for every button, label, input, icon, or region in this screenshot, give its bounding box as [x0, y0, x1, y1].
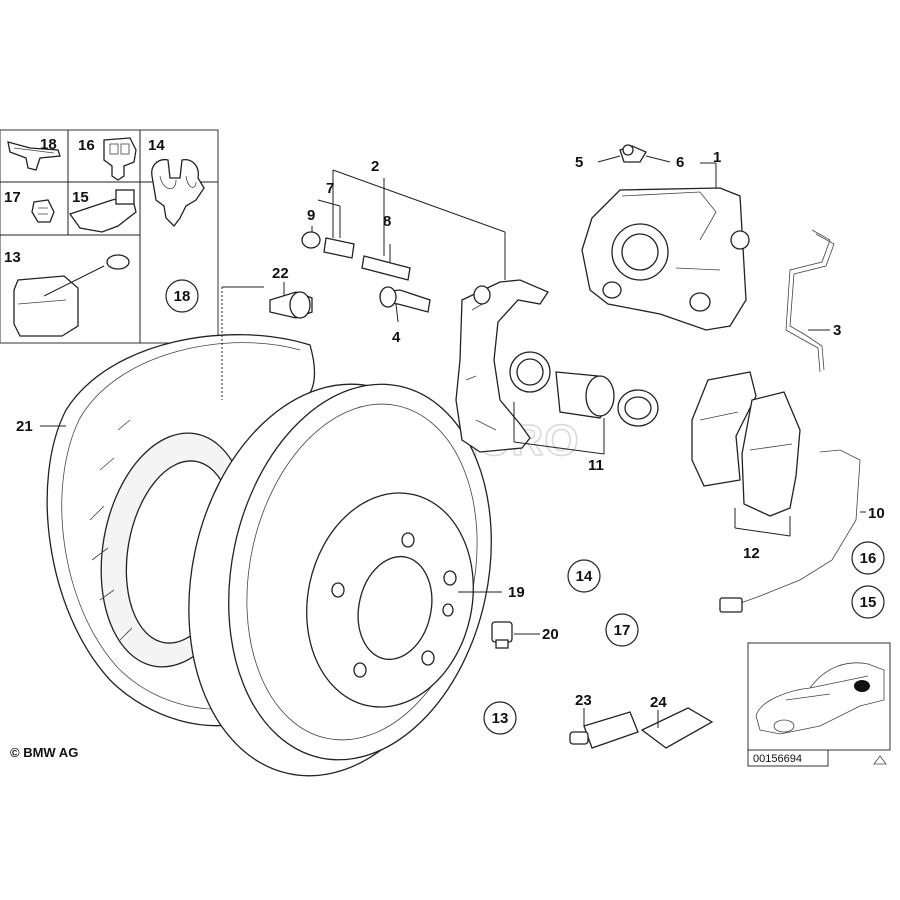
inset-sensor-holder-icon: [13, 254, 130, 337]
label-6: 6: [676, 154, 684, 171]
label-5: 5: [575, 154, 583, 171]
piston-kit: [509, 351, 659, 427]
inset-clip-icon: [103, 137, 137, 181]
circled-ref-17: 17: [605, 613, 639, 647]
diagram-code: 00156694: [753, 753, 802, 765]
label-24: 24: [650, 694, 667, 711]
brake-disc: [188, 383, 492, 777]
inset-bracket-icon: [68, 189, 137, 233]
circled-ref-13: 13: [483, 701, 517, 735]
inset-small-clip-icon: [31, 199, 55, 223]
label-3: 3: [833, 322, 841, 339]
bolt-4: [379, 286, 431, 313]
wheel-marker: [854, 680, 870, 692]
paste-sachet-24: [640, 707, 714, 749]
label-22: 22: [272, 265, 289, 282]
label-11: 11: [588, 457, 604, 474]
bolt-22: [269, 291, 313, 319]
sleeve-7: [323, 237, 355, 259]
label-2: 2: [371, 158, 379, 175]
circled-ref-14: 14: [567, 559, 601, 593]
inset-label-15: 15: [72, 189, 89, 206]
circled-ref-18: 18: [165, 279, 199, 313]
inset-wire-clip-icon: [7, 141, 61, 171]
label-1: 1: [713, 149, 721, 166]
circled-ref-14-text: 14: [576, 568, 593, 585]
inset-label-16: 16: [78, 137, 95, 154]
label-4: 4: [392, 329, 401, 346]
label-23: 23: [575, 692, 592, 709]
brake-pads: [691, 371, 801, 517]
inset-label-18: 18: [40, 136, 57, 153]
wear-sensor: [719, 449, 861, 613]
circled-ref-18-text: 18: [174, 288, 191, 305]
label-21: 21: [16, 418, 33, 435]
label-19: 19: [508, 584, 525, 601]
label-8: 8: [383, 213, 391, 230]
circled-ref-17-text: 17: [614, 622, 631, 639]
bolt-20: [491, 621, 513, 649]
cap-9: [301, 231, 321, 249]
circled-ref-16: 16: [851, 541, 885, 575]
label-7: 7: [326, 180, 334, 197]
inset-label-17: 17: [4, 189, 21, 206]
circled-ref-13-text: 13: [492, 710, 509, 727]
label-9: 9: [307, 207, 315, 224]
label-10: 10: [868, 505, 885, 522]
label-12: 12: [743, 545, 760, 562]
inset-label-13: 13: [4, 249, 21, 266]
inset-holder-icon: [151, 158, 205, 227]
guide-pin-8: [361, 255, 411, 281]
anti-rattle-spring: [785, 229, 835, 373]
circled-ref-16-text: 16: [860, 550, 877, 567]
caliper-housing: [581, 187, 750, 331]
label-20: 20: [542, 626, 559, 643]
grease-tube-23: [569, 711, 639, 749]
warning-triangle-icon: [873, 755, 887, 765]
circled-ref-15-text: 15: [860, 594, 877, 611]
copyright: © BMW AG: [10, 745, 78, 760]
clip-5-6: [619, 144, 647, 163]
circled-ref-15: 15: [851, 585, 885, 619]
leader-lines: [40, 155, 866, 728]
inset-label-14: 14: [148, 137, 165, 154]
caliper-carrier: [455, 279, 549, 453]
car-locator-inset: [747, 642, 891, 751]
